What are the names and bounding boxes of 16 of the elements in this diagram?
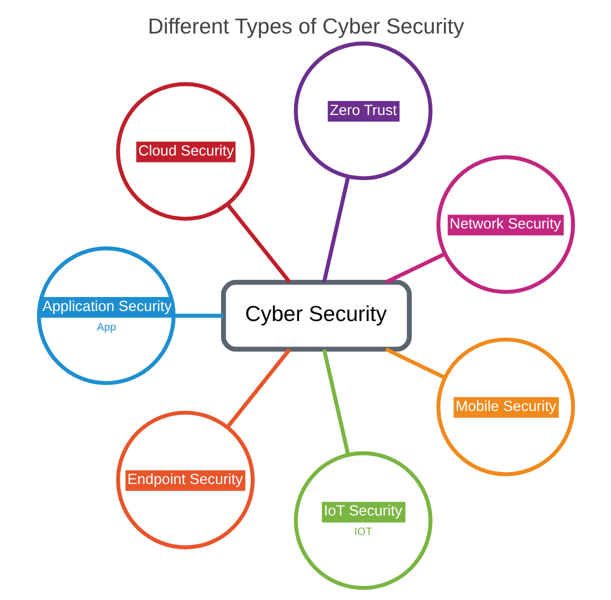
connector (384, 347, 446, 380)
connector (173, 314, 223, 318)
node-circle: Network Security (436, 155, 575, 294)
node-box: Cyber Security (220, 280, 412, 352)
node-circle: Cloud Security (116, 82, 254, 221)
node-circle: IoT Security IOT (293, 451, 432, 590)
connector (225, 202, 291, 284)
node-circle: Endpoint Security (116, 410, 254, 550)
connector (322, 176, 350, 282)
connector (322, 349, 350, 456)
node-circle: Zero Trust (293, 42, 432, 180)
connector (225, 348, 291, 429)
connector (384, 252, 446, 284)
diagram-title: Different Types of Cyber Security (147, 13, 464, 38)
node-circle: Application Security App (36, 246, 176, 386)
node-circle: Mobile Security (436, 338, 575, 476)
